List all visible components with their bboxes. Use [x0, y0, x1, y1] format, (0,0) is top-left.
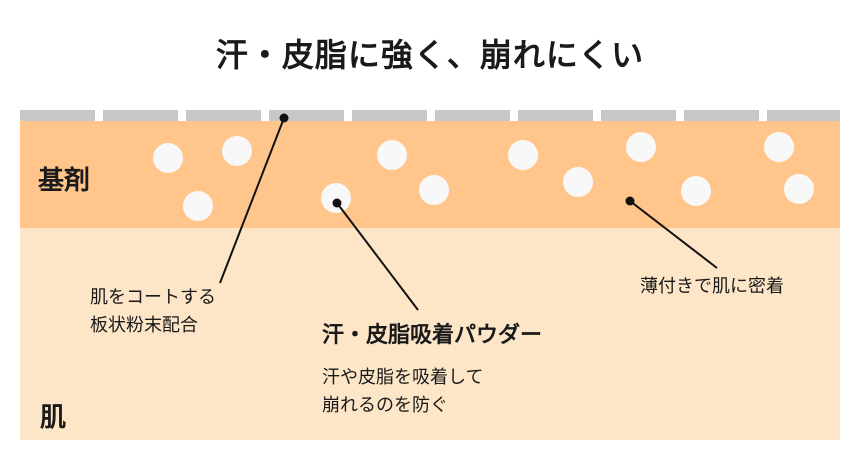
adhere-leader-line — [629, 200, 718, 269]
powder-leader-dot — [332, 198, 342, 208]
base-layer — [20, 121, 840, 228]
powder-particle — [784, 174, 814, 204]
plate-particle — [518, 110, 593, 121]
powder-particle — [377, 140, 407, 170]
powder-particle — [222, 136, 252, 166]
powder-particle — [681, 176, 711, 206]
plate-particle — [20, 110, 95, 121]
powder-annotation: 汗や皮脂を吸着して 崩れるのを防ぐ — [322, 364, 483, 420]
powder-particle — [183, 191, 213, 221]
diagram-title: 汗・皮脂に強く、崩れにくい — [215, 36, 645, 74]
plate-particle — [352, 110, 427, 121]
powder-particle — [321, 183, 351, 213]
coating-annotation: 肌をコートする 板状粉末配合 — [90, 284, 216, 340]
coating-annotation-line2: 板状粉末配合 — [90, 315, 198, 336]
plate-particle — [186, 110, 261, 121]
leader-lines — [219, 117, 718, 311]
powder-particle — [508, 140, 538, 170]
plate-particle — [684, 110, 759, 121]
leader-dots — [279, 113, 635, 208]
powder-particle — [626, 132, 656, 162]
adhere-annotation: 薄付きで肌に密着 — [640, 276, 784, 297]
coating-leader-dot — [279, 113, 289, 123]
skin-layer-label: 肌 — [40, 403, 67, 433]
plate-particle — [601, 110, 676, 121]
adhere-leader-dot — [625, 196, 635, 206]
plate-particle — [435, 110, 510, 121]
powder-particle — [153, 143, 183, 173]
plate-particle — [103, 110, 178, 121]
plate-particle — [269, 110, 344, 121]
plate-powder-coating — [20, 110, 840, 121]
powder-annotation-line1: 汗や皮脂を吸着して — [322, 367, 484, 388]
plate-particle — [767, 110, 840, 121]
skin-layer — [20, 228, 840, 440]
base-layer-label: 基剤 — [38, 166, 91, 196]
powder-particle — [563, 167, 593, 197]
powder-particle — [764, 132, 794, 162]
powder-annotation-title: 汗・皮脂吸着パウダー — [322, 323, 543, 348]
powder-leader-line — [336, 202, 419, 311]
powder-annotation-line2: 崩れるのを防ぐ — [322, 395, 448, 416]
coating-annotation-line1: 肌をコートする — [90, 287, 216, 308]
coating-leader-line — [219, 117, 285, 284]
powder-particle — [419, 175, 449, 205]
absorbing-powder-particles — [153, 132, 814, 221]
